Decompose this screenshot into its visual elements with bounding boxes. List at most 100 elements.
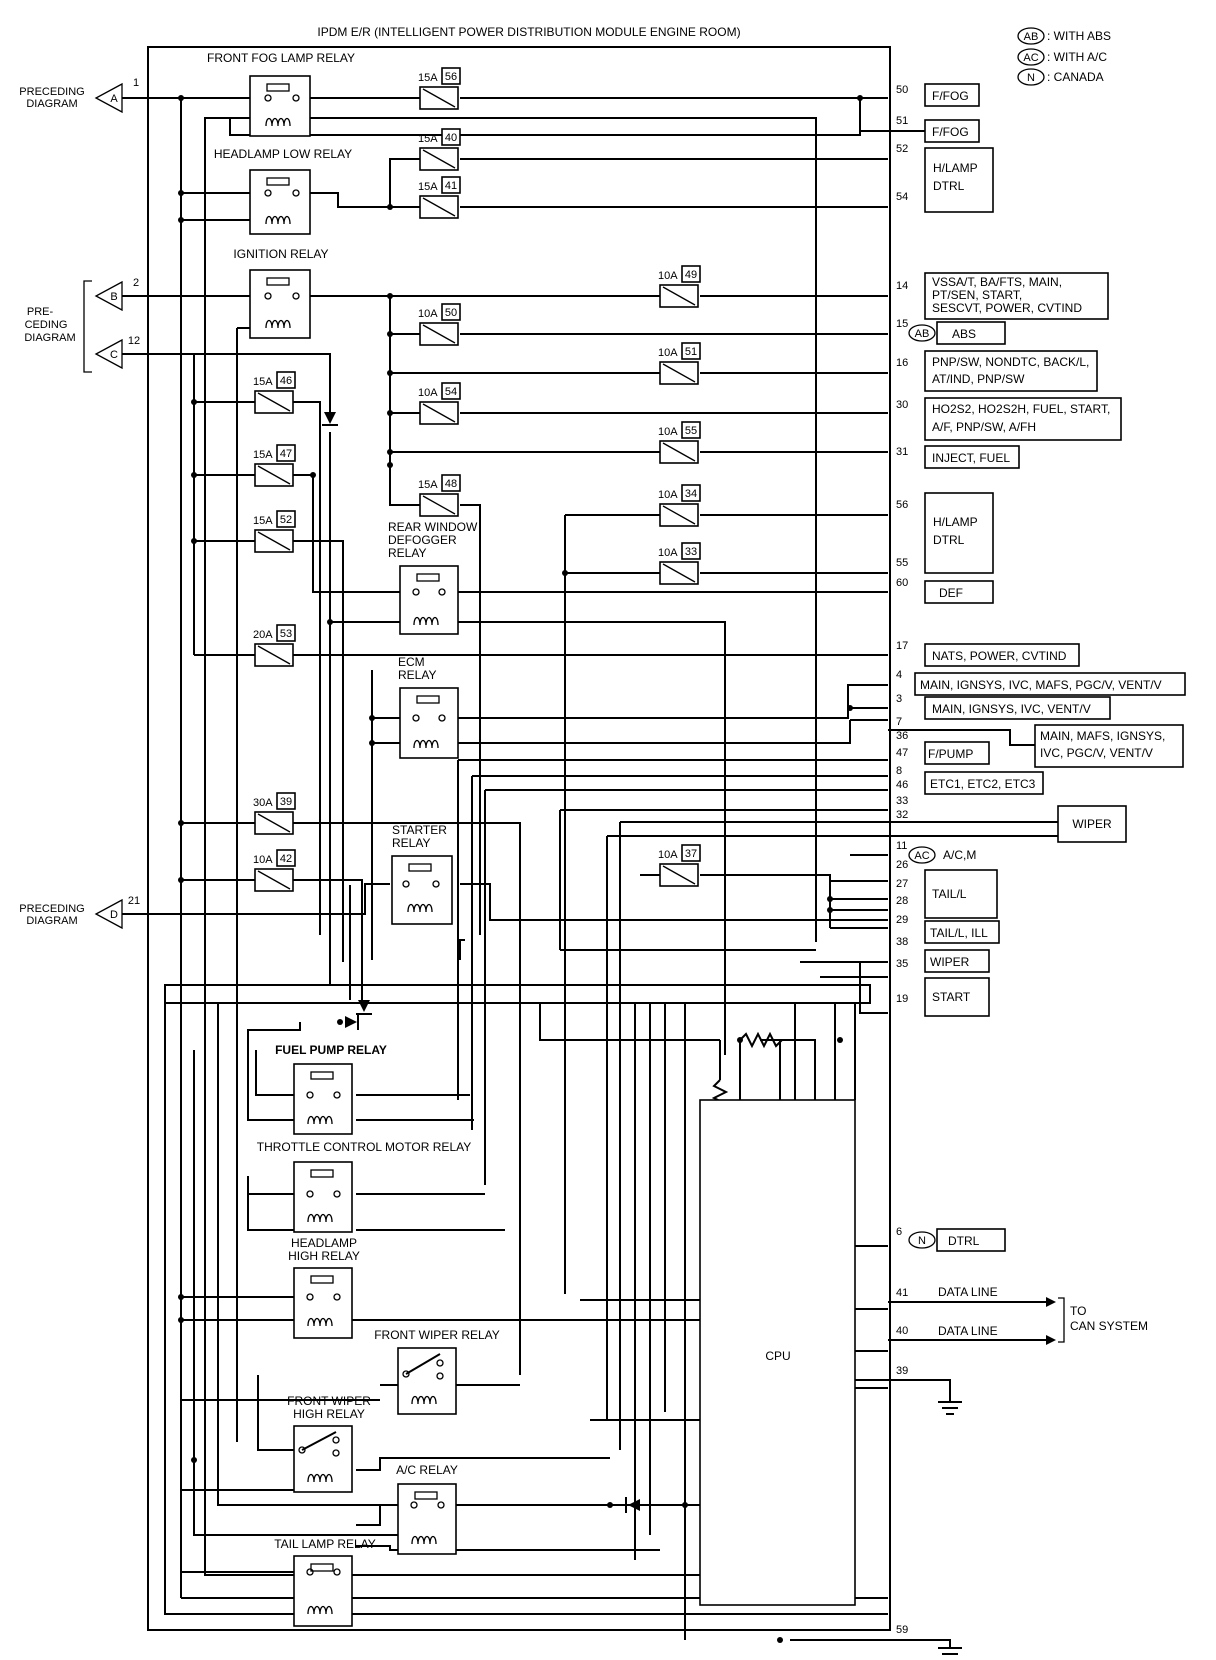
connector-c-pin: 12 xyxy=(128,335,140,347)
connector-d-pin: 21 xyxy=(128,895,140,907)
option-badge-n-code: N xyxy=(918,1235,926,1247)
output-p7-l1: MAIN, MAFS, IGNSYS, xyxy=(1040,729,1165,743)
relay-label: IGNITION RELAY xyxy=(233,247,328,261)
diode xyxy=(324,412,336,424)
output-p4: MAIN, IGNSYS, IVC, MAFS, PGC/V, VENT/V xyxy=(920,678,1162,692)
relay-label: FRONT FOG LAMP RELAY xyxy=(207,51,355,65)
output-def: DEF xyxy=(939,586,963,600)
output-p14-l2: PT/SEN, START, xyxy=(932,288,1022,302)
fuse-amperage: 10A xyxy=(253,854,273,866)
junction-dot xyxy=(777,1637,783,1643)
diodes xyxy=(322,412,640,1513)
output-box-p4 xyxy=(914,672,1186,696)
junction-dot xyxy=(827,896,833,902)
junction-dot xyxy=(178,1294,184,1300)
relay-contact xyxy=(266,83,290,92)
fuse-number-box xyxy=(276,444,296,462)
relay-label: DEFOGGER xyxy=(388,533,457,547)
fuse-amperage: 15A xyxy=(253,376,273,388)
outputs: F/FOG F/FOG H/LAMP DTRL VSSA/T, BA/FTS, … xyxy=(888,83,1186,1345)
relay-label: ECM xyxy=(398,655,425,669)
relay-label: RELAY xyxy=(392,836,430,850)
fuse-element xyxy=(257,465,291,485)
wire xyxy=(122,295,888,935)
junction-dot xyxy=(191,1457,197,1463)
fuse-number-box xyxy=(681,342,701,360)
junction-dot xyxy=(682,1502,688,1508)
pin-number: 50 xyxy=(896,84,908,96)
fuse-amperage: 10A xyxy=(658,489,678,501)
output-box-ffog2 xyxy=(924,119,980,143)
connector-bc-bracket xyxy=(83,280,92,373)
junction-dot xyxy=(387,204,393,210)
legend-n-badge xyxy=(1017,68,1045,86)
connector-a-label-1: PRECEDING xyxy=(19,86,84,98)
connector-d: PRECEDING DIAGRAM D 21 xyxy=(19,895,140,930)
output-box-hlamp2 xyxy=(924,492,994,574)
output-fpump: F/PUMP xyxy=(928,747,973,761)
legend-ab-text: : WITH ABS xyxy=(1047,29,1111,43)
fuse-number-box xyxy=(441,382,461,400)
wire xyxy=(640,854,888,929)
fuse-element xyxy=(422,149,456,169)
fuse-element xyxy=(662,865,696,885)
relay-ac: A/C RELAY xyxy=(396,1463,458,1555)
relay-box xyxy=(293,1555,353,1627)
connector-a: PRECEDING DIAGRAM A 1 xyxy=(19,77,139,114)
fuse-number-box xyxy=(681,484,701,502)
junction-dot xyxy=(387,331,393,337)
pin-number: 32 xyxy=(896,809,908,821)
pin-number: 14 xyxy=(896,280,908,292)
fuse-element xyxy=(662,286,696,306)
fuse-number-box xyxy=(441,67,461,85)
output-box-p31 xyxy=(924,445,1020,469)
relay-front-wiper-high: FRONT WIPER HIGH RELAY xyxy=(287,1394,371,1493)
cpu-block xyxy=(699,1099,856,1606)
fuse-number-box xyxy=(681,844,701,862)
output-etc: ETC1, ETC2, ETC3 xyxy=(930,777,1036,791)
wiring xyxy=(122,97,1070,1641)
fuse-number-box xyxy=(276,792,296,810)
option-badge-ab-code: AB xyxy=(915,328,930,340)
fuse-amperage: 10A xyxy=(418,387,438,399)
relay-rear-window-defogger: REAR WINDOW DEFOGGER RELAY xyxy=(388,520,478,635)
connector-d-triangle xyxy=(94,898,123,930)
fuse-amperage: 15A xyxy=(253,515,273,527)
pin-number: 6 xyxy=(896,1226,902,1238)
option-badge-n xyxy=(908,1231,936,1249)
pin-number: 55 xyxy=(896,557,908,569)
connector-bc: PRE- CEDING DIAGRAM B 2 C 12 xyxy=(24,277,140,373)
wire xyxy=(122,97,925,1598)
wire xyxy=(122,883,888,960)
junction-dot xyxy=(178,820,184,826)
fuse-element xyxy=(257,392,291,412)
fuse-number: 52 xyxy=(280,514,292,526)
junction-dot xyxy=(327,619,333,625)
relay-label: HIGH RELAY xyxy=(288,1249,360,1263)
fuse-number: 55 xyxy=(685,425,697,437)
fuse-element xyxy=(662,505,696,525)
relay-fuel-pump: FUEL PUMP RELAY xyxy=(275,1043,387,1135)
connector-a-triangle xyxy=(94,82,123,114)
output-hlamp2-l1: H/LAMP xyxy=(933,515,978,529)
relay-label: HIGH RELAY xyxy=(293,1407,365,1421)
pin-number: 8 xyxy=(896,765,902,777)
connector-b-pin: 2 xyxy=(133,277,139,289)
wire xyxy=(564,514,888,1294)
wire xyxy=(457,759,1070,1450)
fuse-number-box xyxy=(276,624,296,642)
output-box-p14 xyxy=(924,272,1109,320)
output-box-def xyxy=(924,580,994,604)
legend-ab-code: AB xyxy=(1024,31,1039,43)
ipdm-frame xyxy=(147,46,891,1631)
